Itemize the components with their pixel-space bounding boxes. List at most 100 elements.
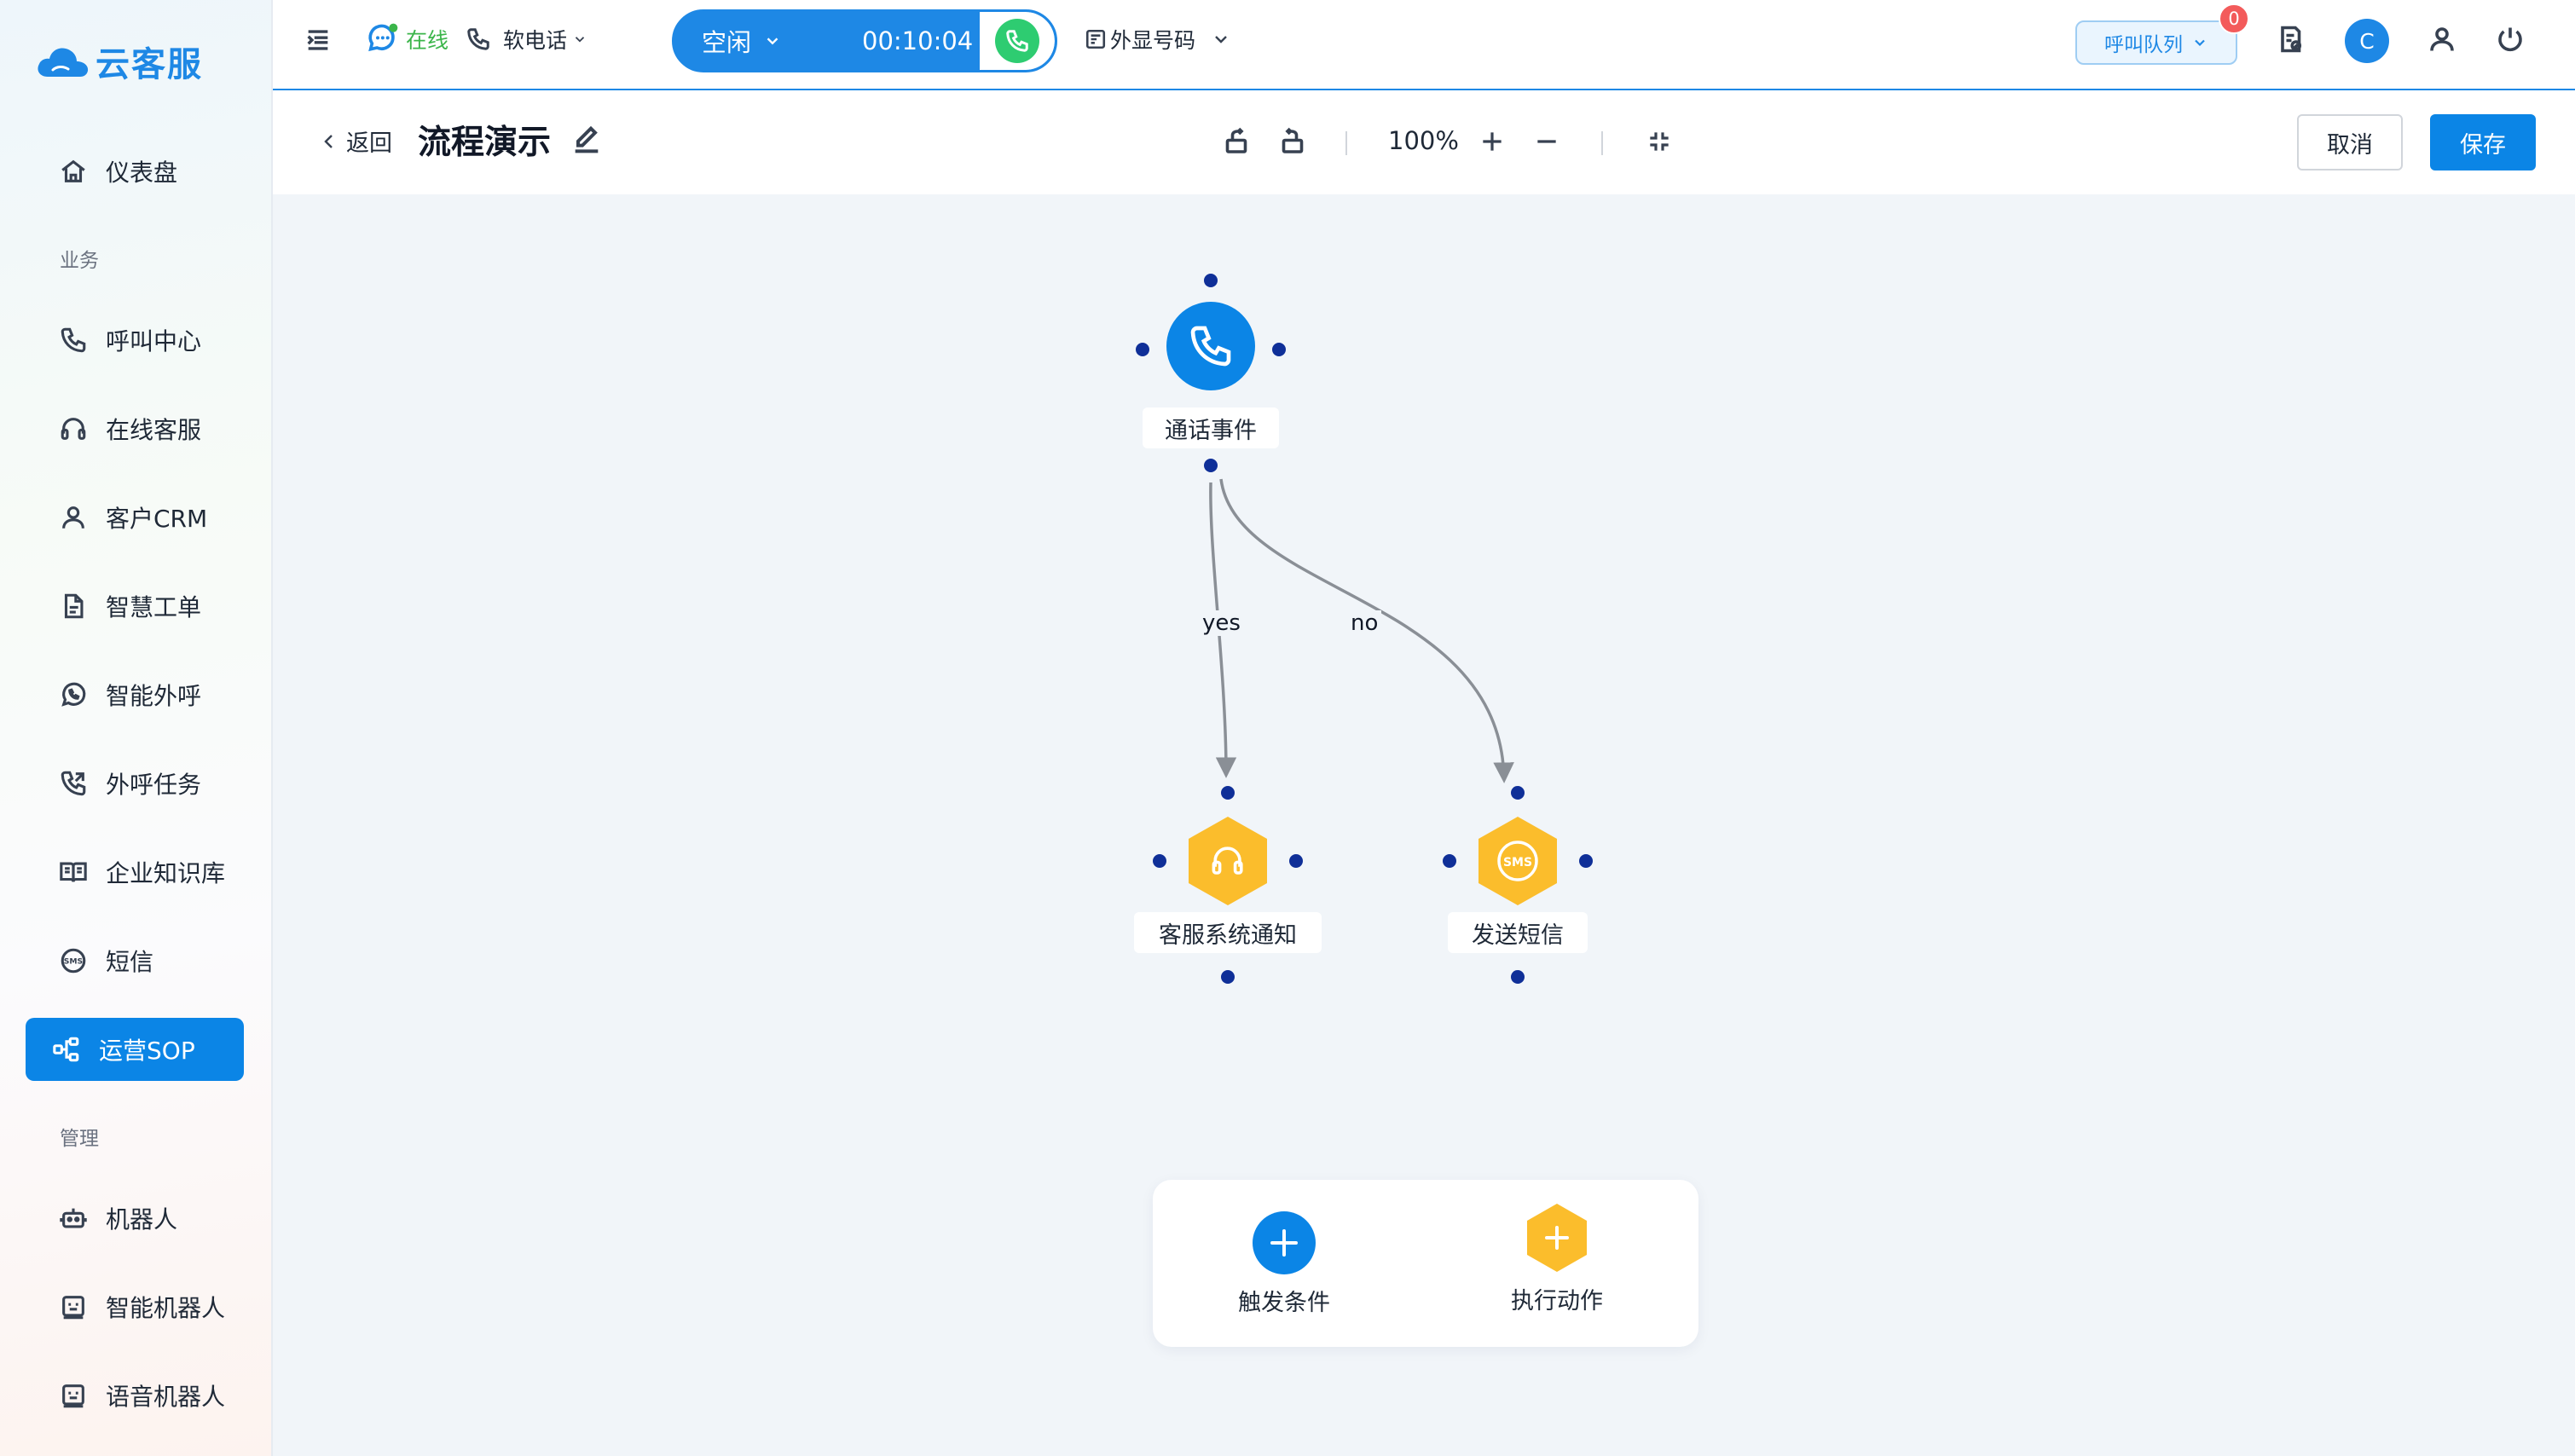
caller-id-dropdown[interactable]: 外显号码 [1085,24,1231,55]
user-icon [58,502,89,533]
node-palette: 触发条件 执行动作 [1153,1180,1698,1347]
task-list-button[interactable] [2275,24,2306,55]
edge-label-no: no [1347,610,1382,636]
online-status-label: 在线 [406,28,449,53]
profile-button[interactable] [2427,24,2457,55]
zoom-level: 100% [1388,126,1459,155]
sidebar-item-dashboard[interactable]: 仪表盘 [26,140,244,203]
chevron-down-icon [2195,39,2205,47]
node-send-sms[interactable]: SMS [1475,815,1560,907]
caller-id-label: 外显号码 [1110,28,1196,53]
phone-icon [467,28,489,50]
headset-icon [1189,817,1267,905]
menu-toggle-button[interactable] [304,26,333,55]
sidebar-item-call-center[interactable]: 呼叫中心 [26,309,244,372]
sidebar-item-smart-outbound[interactable]: 智能外呼 [26,663,244,726]
redo-button[interactable] [1272,121,1313,162]
zoom-in-button[interactable] [1472,121,1513,162]
top-bar: 在线 软电话 空闲 00:10:04 外显号码 呼叫队列 [273,0,2575,90]
brand-logo[interactable]: 云客服 [34,36,203,87]
sidebar-item-sms[interactable]: SMS 短信 [26,929,244,992]
chevron-left-icon [324,134,333,148]
edge-label-yes: yes [1199,610,1244,636]
agent-state-dropdown[interactable]: 空闲 [702,23,782,59]
sidebar-item-label: 智能机器人 [106,1294,226,1322]
port-left[interactable] [1153,854,1166,868]
agent-state-label: 空闲 [702,28,752,57]
edit-title-button[interactable] [566,119,607,160]
sms-icon: SMS [1478,817,1557,905]
chevron-down-icon [575,37,585,43]
sidebar-item-label: 外呼任务 [106,771,202,799]
phone-outgoing-icon [58,768,89,799]
minus-icon [1537,140,1556,143]
svg-text:SMS: SMS [64,957,83,967]
user-avatar[interactable]: C [2345,19,2389,63]
softphone-label: 软电话 [503,28,568,53]
sidebar-item-knowledge-base[interactable]: 企业知识库 [26,841,244,904]
palette-action[interactable]: 执行动作 [1511,1202,1603,1315]
port-bottom[interactable] [1204,459,1218,472]
sidebar-item-label: 运营SOP [99,1037,195,1065]
zoom-out-button[interactable] [1526,121,1567,162]
node-label: 客服系统通知 [1134,912,1322,953]
back-label: 返回 [346,130,392,157]
node-call-event[interactable] [1166,302,1255,390]
port-right[interactable] [1272,343,1286,356]
pencil-icon [575,125,599,153]
save-button[interactable]: 保存 [2430,114,2536,170]
palette-trigger[interactable]: 触发条件 [1238,1210,1330,1317]
sidebar-item-label: 企业知识库 [106,859,226,887]
softphone-dropdown[interactable]: 软电话 [466,24,587,55]
palette-action-label: 执行动作 [1511,1288,1603,1314]
user-icon [2430,27,2454,51]
flow-title: 流程演示 [418,124,552,162]
home-icon [58,156,89,187]
sidebar-item-smart-robot[interactable]: 智能机器人 [26,1275,244,1338]
port-left[interactable] [1443,854,1456,868]
caller-id-icon [1085,29,1106,49]
brand-name: 云客服 [95,45,203,84]
document-icon [58,591,89,621]
back-button[interactable]: 返回 [319,124,392,158]
answer-call-button[interactable] [980,12,1055,70]
answer-phone-icon [995,19,1039,63]
call-queue-dropdown[interactable]: 呼叫队列 [2075,20,2237,65]
sidebar-item-label: 机器人 [106,1205,178,1234]
sidebar-item-crm[interactable]: 客户CRM [26,486,244,549]
port-top[interactable] [1511,786,1525,800]
port-left[interactable] [1136,343,1149,356]
port-right[interactable] [1289,854,1303,868]
sidebar-item-sop[interactable]: 运营SOP [26,1018,244,1081]
sidebar-item-outbound-task[interactable]: 外呼任务 [26,752,244,815]
port-top[interactable] [1221,786,1235,800]
node-label: 发送短信 [1448,912,1588,953]
sidebar-item-voice-robot[interactable]: 语音机器人 [26,1364,244,1427]
whatsapp-icon [58,679,89,710]
menu-fold-icon [307,30,328,50]
call-status-bar: 空闲 00:10:04 [672,9,1057,72]
sidebar-item-robot[interactable]: 机器人 [26,1187,244,1250]
sidebar-item-online-service[interactable]: 在线客服 [26,397,244,460]
port-top[interactable] [1204,274,1218,287]
bot-face-icon [58,1291,89,1322]
port-right[interactable] [1579,854,1593,868]
plus-icon [1483,132,1502,151]
phone-icon [1190,326,1231,367]
queue-count-badge: 0 [2219,3,2249,34]
sidebar-item-ticket[interactable]: 智慧工单 [26,575,244,638]
voice-bot-icon [58,1380,89,1411]
undo-button[interactable] [1216,121,1257,162]
online-status[interactable]: 在线 [365,22,448,56]
node-service-notify[interactable] [1185,815,1270,907]
flow-canvas[interactable]: yes no 通话事件 客服系统通知 [273,194,2575,1456]
port-bottom[interactable] [1511,970,1525,984]
port-bottom[interactable] [1221,970,1235,984]
edge-no[interactable] [1219,478,1514,783]
logout-button[interactable] [2495,24,2526,55]
fit-view-button[interactable] [1639,121,1680,162]
cancel-button[interactable]: 取消 [2297,114,2403,170]
editor-header: 返回 流程演示 100% 取消 保存 [273,90,2575,194]
add-action-icon [1527,1204,1587,1272]
sidebar: 云客服 仪表盘 业务 呼叫中心 在线客服 客户CRM 智慧工单 智能外呼 [0,0,273,1456]
